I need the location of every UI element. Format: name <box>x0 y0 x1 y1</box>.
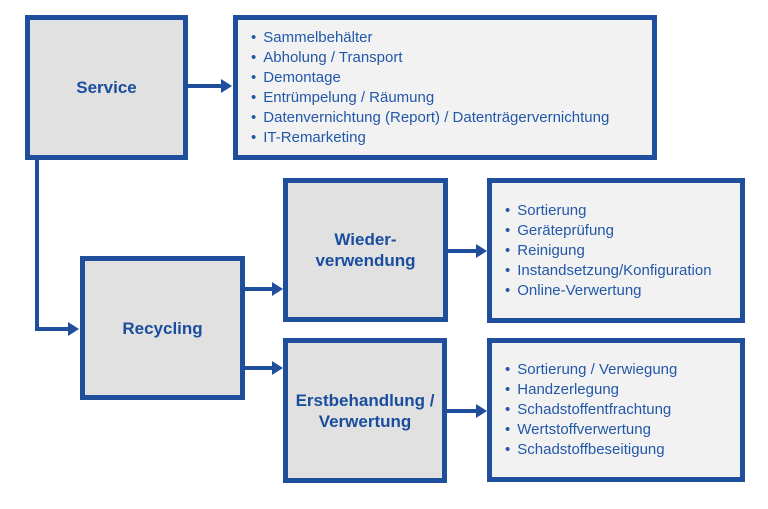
arrow-service-to-recycling-head <box>68 322 79 336</box>
list-item: • Wertstoffverwertung <box>505 420 677 440</box>
bullet-marker: • <box>251 128 257 146</box>
list-item-text: Sammelbehälter <box>263 28 373 46</box>
service-activities-list: • Sammelbehälter • Abholung / Transport • D… <box>233 15 657 160</box>
list-item-text: Sortierung <box>517 201 587 219</box>
arrow-recycling-to-wiederverwendung-head <box>272 282 283 296</box>
list-item: • Reinigung <box>505 241 712 261</box>
wiederverwendung-node: Wieder- verwendung <box>283 178 448 322</box>
list-item: • Demontage <box>251 68 609 88</box>
arrow-service-to-list-head <box>221 79 232 93</box>
bullet-marker: • <box>505 241 511 259</box>
list-item-text: Instandsetzung/Konfiguration <box>517 261 712 279</box>
erstbehandlung-activities-items: •Sortierung / Verwiegung •Handzerlegung … <box>492 360 685 460</box>
bullet-marker: • <box>251 48 257 66</box>
erstbehandlung-activities-list: •Sortierung / Verwiegung •Handzerlegung … <box>487 338 745 482</box>
arrow-recycling-to-erstbehandlung-line <box>245 366 273 370</box>
list-item-text: Abholung / Transport <box>263 48 403 66</box>
bullet-marker: • <box>505 201 511 219</box>
bullet-marker: • <box>505 221 511 239</box>
list-item: • Instandsetzung/Konfiguration <box>505 261 712 281</box>
arrow-service-to-recycling-horizontal-line <box>35 327 69 331</box>
list-item-text: Wertstoffverwertung <box>517 421 651 438</box>
list-item-text: Handzerlegung <box>517 381 620 398</box>
wiederverwendung-activities-items: • Sortierung • Geräteprüfung • Reinigung • I… <box>492 201 720 301</box>
service-activities-items: • Sammelbehälter • Abholung / Transport • D… <box>238 28 617 148</box>
service-node: Service <box>25 15 188 160</box>
list-item-text: Entrümpelung / Räumung <box>263 88 435 106</box>
recycling-node: Recycling <box>80 256 245 400</box>
list-item: • Sortierung / Verwiegung <box>505 360 677 380</box>
erstbehandlung-node-label: Erstbehandlung / Verwertung <box>296 390 435 432</box>
arrow-wiederverwendung-to-list-head <box>476 244 487 258</box>
bullet-marker: • <box>505 381 511 398</box>
wiederverwendung-activities-list: • Sortierung • Geräteprüfung • Reinigung • I… <box>487 178 745 323</box>
list-item-text: Geräteprüfung <box>517 221 614 239</box>
list-item-text: Reinigung <box>517 241 585 259</box>
arrow-recycling-to-wiederverwendung-line <box>245 287 273 291</box>
list-item: • Online-Verwertung <box>505 281 712 301</box>
list-item-text: Datenvernichtung (Report) / Datenträgerv… <box>263 108 610 126</box>
arrow-wiederverwendung-to-list-line <box>448 249 477 253</box>
arrow-recycling-to-erstbehandlung-head <box>272 361 283 375</box>
bullet-marker: • <box>505 401 511 418</box>
list-item: • Schadstoffbeseitigung <box>505 440 677 460</box>
list-item: • Entrümpelung / Räumung <box>251 88 609 108</box>
erstbehandlung-node: Erstbehandlung / Verwertung <box>283 338 447 483</box>
bullet-marker: • <box>505 261 511 279</box>
service-node-label: Service <box>76 78 137 97</box>
list-item: • Geräteprüfung <box>505 221 712 241</box>
bullet-marker: • <box>505 281 511 299</box>
list-item-text: Online-Verwertung <box>517 281 642 299</box>
label-line-1: Erstbehandlung / <box>295 390 435 410</box>
list-item-text: Sortierung / Verwiegung <box>517 361 678 378</box>
list-item-text: Demontage <box>263 68 341 86</box>
list-item: • Handzerlegung <box>505 380 677 400</box>
list-item: • IT-Remarketing <box>251 128 609 148</box>
list-item-text: Schadstoffbeseitigung <box>517 441 665 458</box>
list-item-text: IT-Remarketing <box>263 128 366 146</box>
bullet-marker: • <box>251 28 257 46</box>
arrow-service-to-recycling-vertical-line <box>35 160 39 331</box>
list-item: • Datenvernichtung (Report) / Datenträger… <box>251 108 609 128</box>
list-item: • Abholung / Transport <box>251 48 609 68</box>
bullet-marker: • <box>505 361 511 378</box>
label-line-2: Verwertung <box>318 411 412 431</box>
label-line-1: Wieder- <box>334 230 397 249</box>
bullet-marker: • <box>251 68 257 86</box>
recycling-node-label: Recycling <box>122 318 203 338</box>
label-line-2: verwendung <box>315 251 416 270</box>
bullet-marker: • <box>505 421 511 438</box>
arrow-erstbehandlung-to-list-head <box>476 404 487 418</box>
list-item: • Sortierung <box>505 201 712 221</box>
list-item-text: Schadstoffentfrachtung <box>517 401 672 418</box>
list-item: • Sammelbehälter <box>251 28 609 48</box>
bullet-marker: • <box>251 108 257 126</box>
bullet-marker: • <box>505 441 511 458</box>
wiederverwendung-node-label: Wieder- verwendung <box>315 229 415 271</box>
arrow-service-to-list-line <box>188 84 222 88</box>
list-item: • Schadstoffentfrachtung <box>505 400 677 420</box>
bullet-marker: • <box>251 88 257 106</box>
arrow-erstbehandlung-to-list-line <box>447 409 477 413</box>
